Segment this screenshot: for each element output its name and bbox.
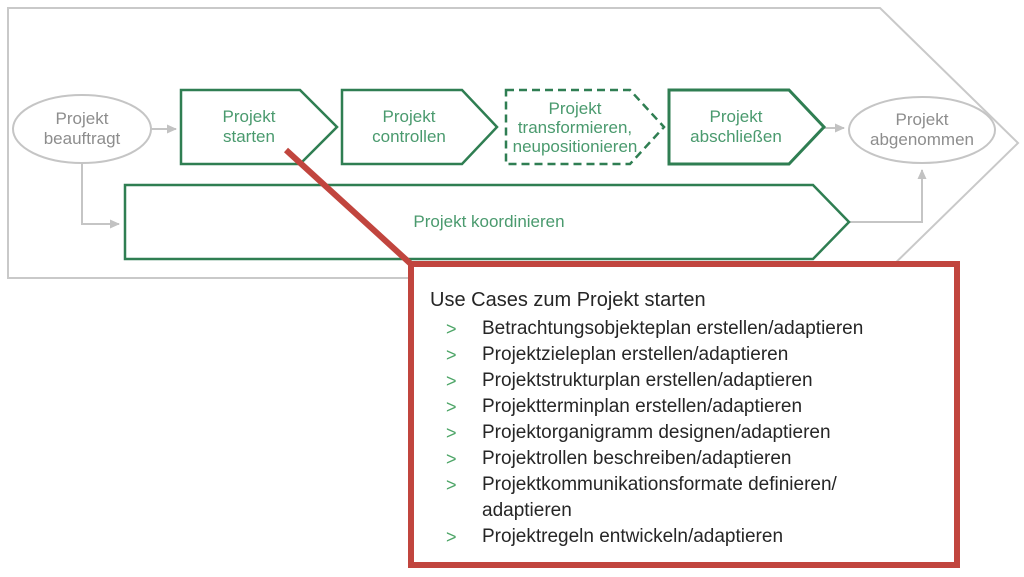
- usecase-item-text: Betrachtungsobjekteplan erstellen/adapti…: [482, 318, 864, 339]
- step-shape-transformieren-dashed: [504, 88, 666, 166]
- usecase-list-item: > Projektzieleplan erstellen/adaptieren: [430, 342, 936, 368]
- list-bullet-icon: >: [446, 449, 457, 469]
- list-bullet-icon: >: [446, 397, 457, 417]
- list-bullet-icon: >: [446, 475, 457, 495]
- usecase-list-item: > Projektterminplan erstellen/adaptieren: [430, 394, 936, 420]
- usecase-item-text: Projektorganigramm designen/adaptieren: [482, 422, 831, 443]
- usecase-panel-title: Use Cases zum Projekt starten: [430, 289, 706, 311]
- list-bullet-icon: >: [446, 423, 457, 443]
- usecase-item-text: Projektrollen beschreiben/adaptieren: [482, 448, 792, 469]
- list-bullet-icon: >: [446, 319, 457, 339]
- usecase-list: > Betrachtungsobjekteplan erstellen/adap…: [430, 316, 936, 550]
- step-shape-controllen: [340, 88, 499, 166]
- usecase-list-item: > Betrachtungsobjekteplan erstellen/adap…: [430, 316, 936, 342]
- usecase-list-item: > Projektkommunikationsformate definiere…: [430, 472, 936, 524]
- step-shape-abschliessen: [667, 88, 827, 166]
- usecase-callout-panel: Use Cases zum Projekt starten > Betracht…: [408, 261, 960, 568]
- step-shape-starten: [179, 88, 339, 166]
- step-shape-koordinieren: [123, 183, 851, 261]
- list-bullet-icon: >: [446, 345, 457, 365]
- connector-koordinieren-to-end: [849, 169, 927, 223]
- usecase-item-text: Projektregeln entwickeln/adaptieren: [482, 526, 784, 547]
- start-event-ellipse: [12, 94, 152, 164]
- usecase-item-text: Projektkommunikationsformate definieren/: [482, 474, 837, 495]
- usecase-list-item: > Projektregeln entwickeln/adaptieren: [430, 524, 936, 550]
- usecase-list-item: > Projektorganigramm designen/adaptieren: [430, 420, 936, 446]
- callout-leader-line: [283, 147, 415, 268]
- usecase-list-item: > Projektstrukturplan erstellen/adaptier…: [430, 368, 936, 394]
- list-bullet-icon: >: [446, 371, 457, 391]
- usecase-item-text: Projektstrukturplan erstellen/adaptieren: [482, 370, 813, 391]
- usecase-item-text: Projektzieleplan erstellen/adaptieren: [482, 344, 789, 365]
- outer-process-chevron: [7, 7, 1020, 279]
- usecase-list-item: > Projektrollen beschreiben/adaptieren: [430, 446, 936, 472]
- connector-start-to-koordinieren: [81, 163, 120, 229]
- list-bullet-icon: >: [446, 527, 457, 547]
- usecase-item-text: Projektterminplan erstellen/adaptieren: [482, 396, 803, 417]
- end-event-ellipse: [848, 96, 996, 164]
- usecase-item-text-wrap: adaptieren: [482, 500, 572, 521]
